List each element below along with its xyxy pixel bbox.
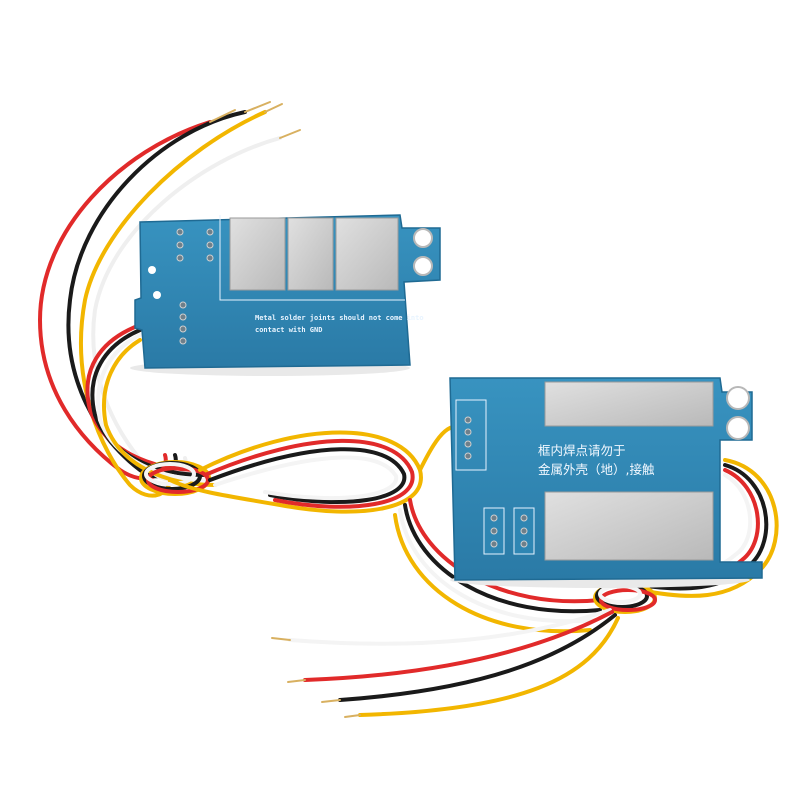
board-b-silkscreen-line2: 金属外壳（地）,接触 — [538, 462, 655, 477]
board-a-silkscreen-line2: contact with GND — [255, 326, 322, 334]
board-b-silkscreen-line1: 框内焊点请勿于 — [538, 443, 626, 458]
board-a-silkscreen-line1: Metal solder joints should not come into — [255, 314, 424, 322]
wire-yellow-a — [79, 110, 267, 498]
wire-black-a — [66, 110, 247, 479]
wire-harness-a — [37, 101, 602, 634]
pcb-board-a: Metal solder joints should not come into… — [130, 214, 441, 376]
pcb-board-b: 框内焊点请勿于 金属外壳（地）,接触 — [449, 377, 763, 588]
